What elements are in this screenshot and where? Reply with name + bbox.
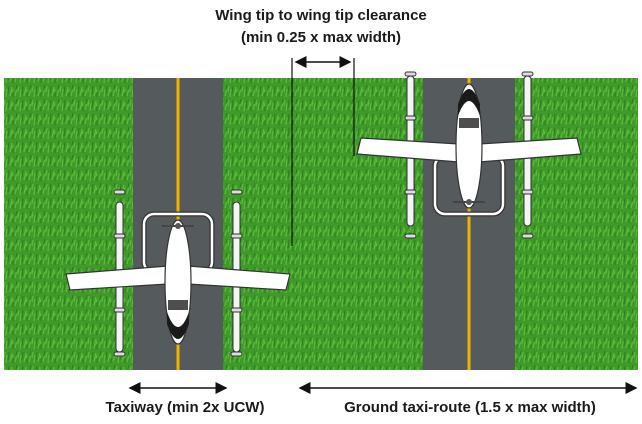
grass-field (4, 78, 638, 370)
clearance-title: Wing tip to wing tip clearance (215, 7, 427, 24)
taxiway-label: Taxiway (min 2x UCW) (105, 399, 265, 416)
taxi-route-label: Ground taxi-route (1.5 x max width) (344, 399, 596, 416)
clearance-indicator (291, 56, 355, 246)
clearance-subtitle: (min 0.25 x max width) (240, 29, 402, 46)
